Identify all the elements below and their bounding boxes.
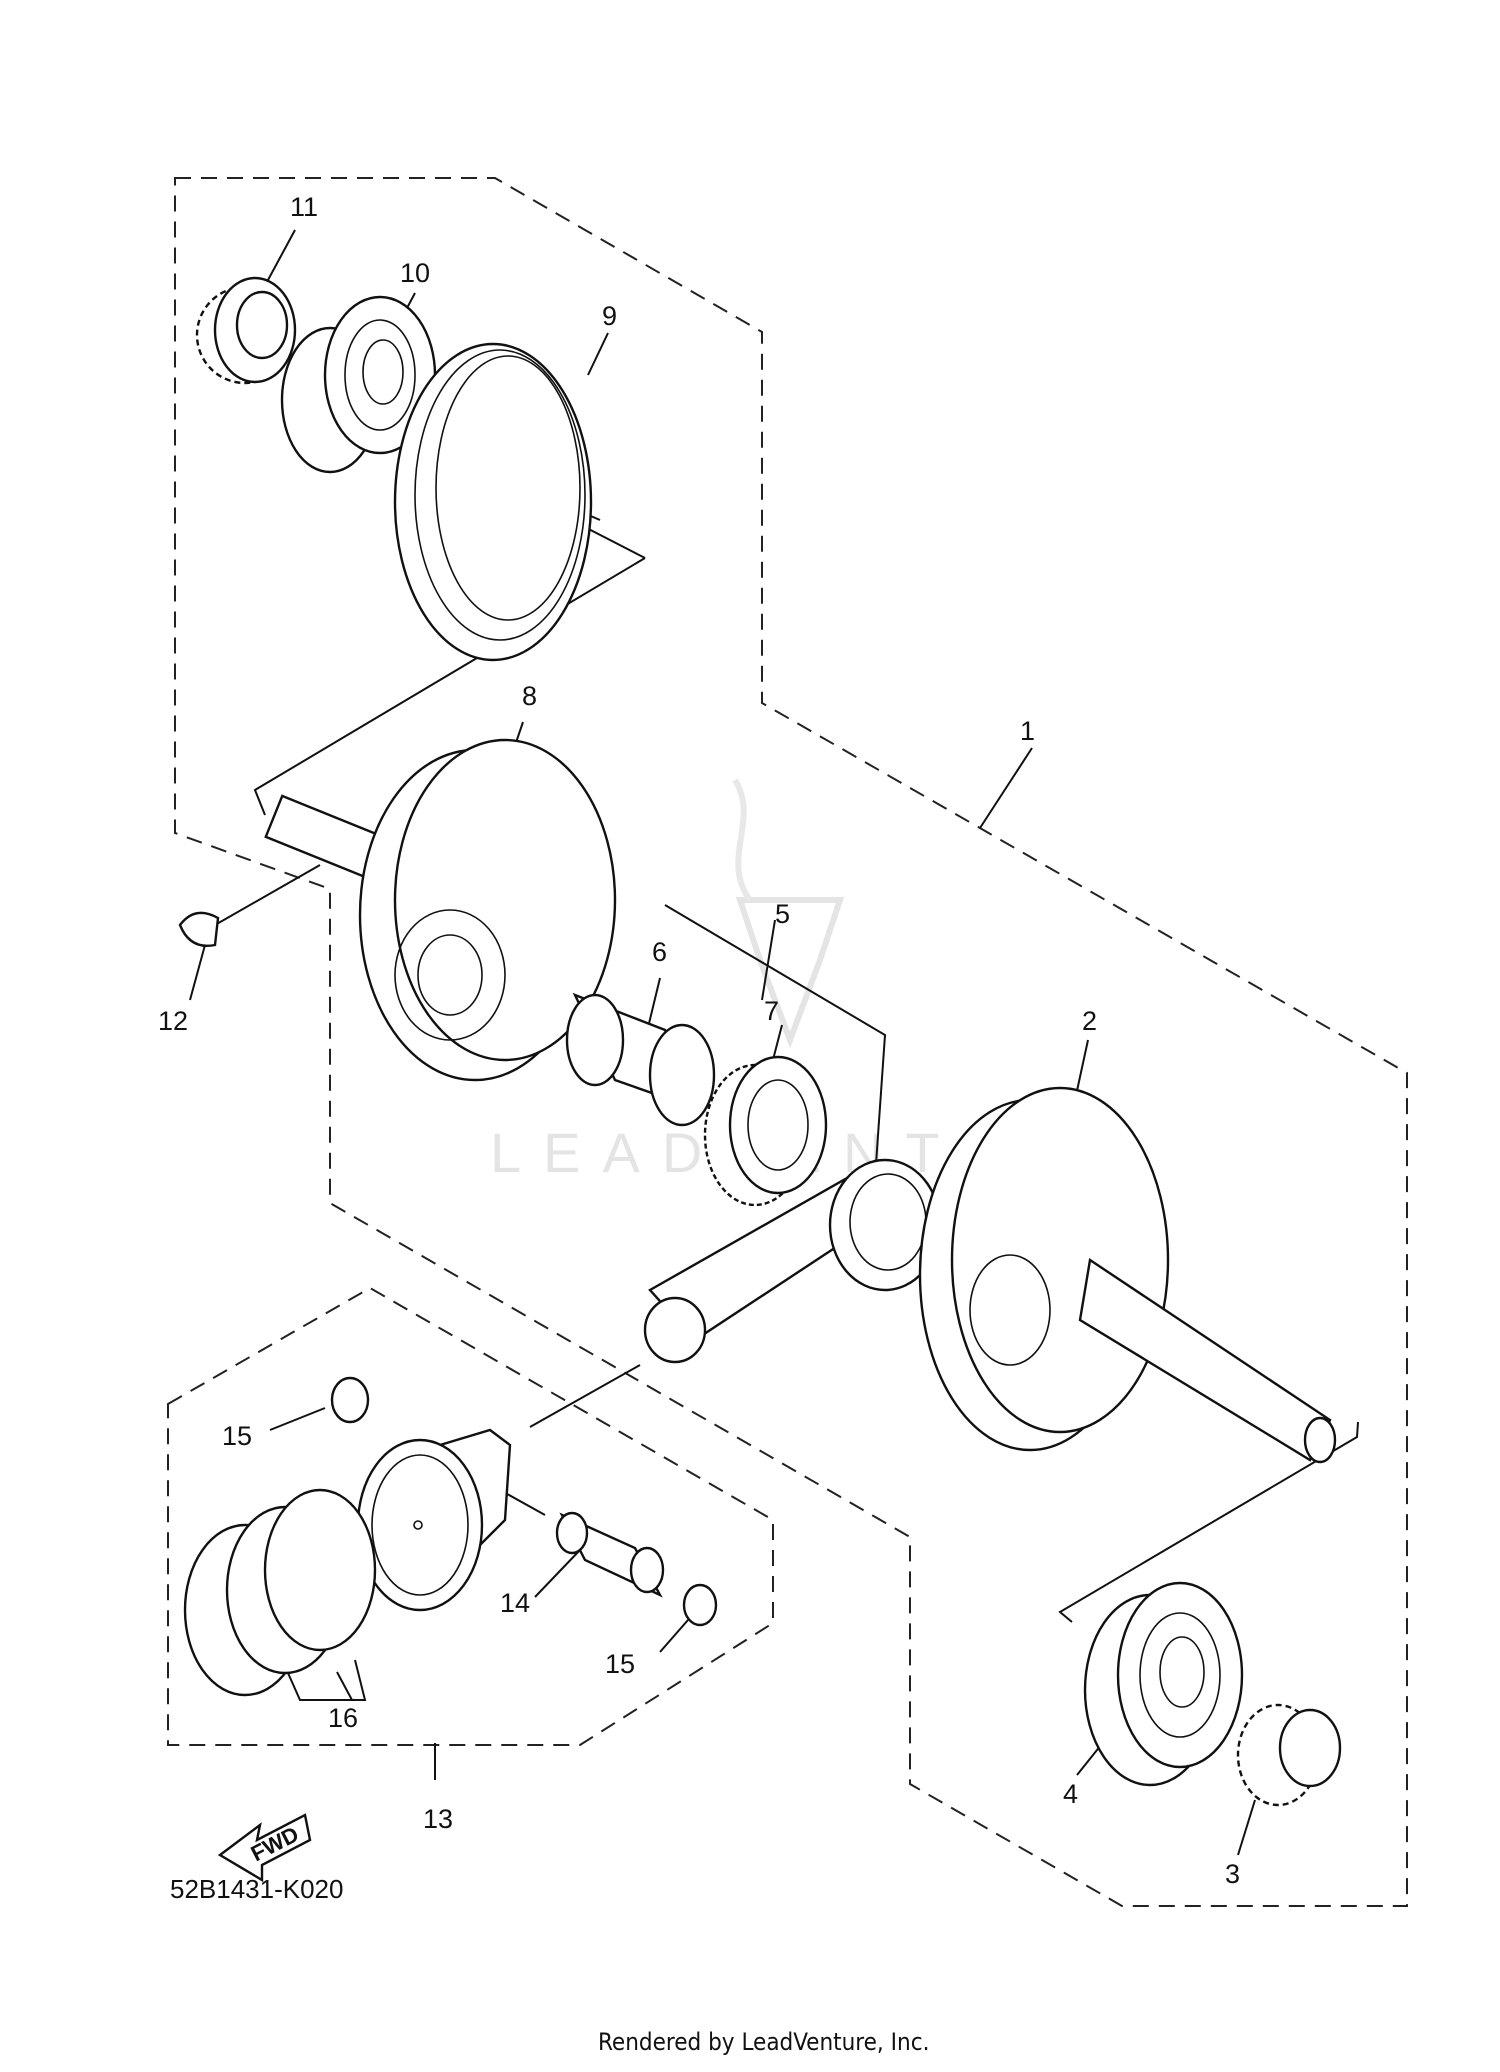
callout-16: 16 [328, 1703, 358, 1733]
fwd-arrow: FWD [217, 1813, 312, 1883]
needle-bearing-7 [703, 1055, 828, 1207]
callout-3: 3 [1225, 1859, 1240, 1889]
callout-8: 8 [522, 681, 537, 711]
callout-12: 12 [158, 1006, 188, 1036]
clip-15-upper [330, 1376, 370, 1424]
callout-11: 11 [290, 192, 318, 222]
callout-15-lower: 15 [605, 1649, 635, 1679]
bearing-10 [280, 295, 437, 474]
oil-seal-9 [393, 342, 593, 662]
key-12 [178, 911, 220, 947]
assembly-13-boundary [167, 1286, 774, 1746]
callout-6: 6 [652, 937, 667, 967]
callout-14: 14 [500, 1588, 530, 1618]
callout-labels: 1 2 3 4 5 6 7 8 9 10 11 12 13 14 15 15 1… [158, 192, 1240, 1889]
callout-15-upper: 15 [222, 1421, 252, 1451]
diagram-code: 52B1431-K020 [170, 1874, 343, 1904]
callout-10: 10 [400, 258, 430, 288]
gear-3 [1236, 1703, 1342, 1807]
piston [356, 1428, 512, 1612]
callout-7: 7 [764, 996, 779, 1026]
render-credit: Rendered by LeadVenture, Inc. [598, 2028, 929, 2056]
crank-half-8 [264, 738, 617, 1082]
callout-13: 13 [423, 1804, 453, 1834]
callout-9: 9 [602, 301, 617, 331]
callout-2: 2 [1082, 1006, 1097, 1036]
clip-15-lower [682, 1583, 718, 1627]
piston-pin-14 [555, 1511, 665, 1598]
gear-11 [195, 276, 297, 385]
callout-1: 1 [1020, 716, 1035, 746]
assembly-1-boundary [174, 177, 1408, 1907]
crank-half-2 [918, 1086, 1337, 1464]
callout-5: 5 [775, 899, 790, 929]
piston-rings-16 [183, 1488, 377, 1697]
connecting-rod-5 [643, 1158, 942, 1364]
crank-pin-6 [565, 992, 716, 1127]
callout-4: 4 [1063, 1779, 1078, 1809]
bearing-4 [1083, 1581, 1244, 1787]
